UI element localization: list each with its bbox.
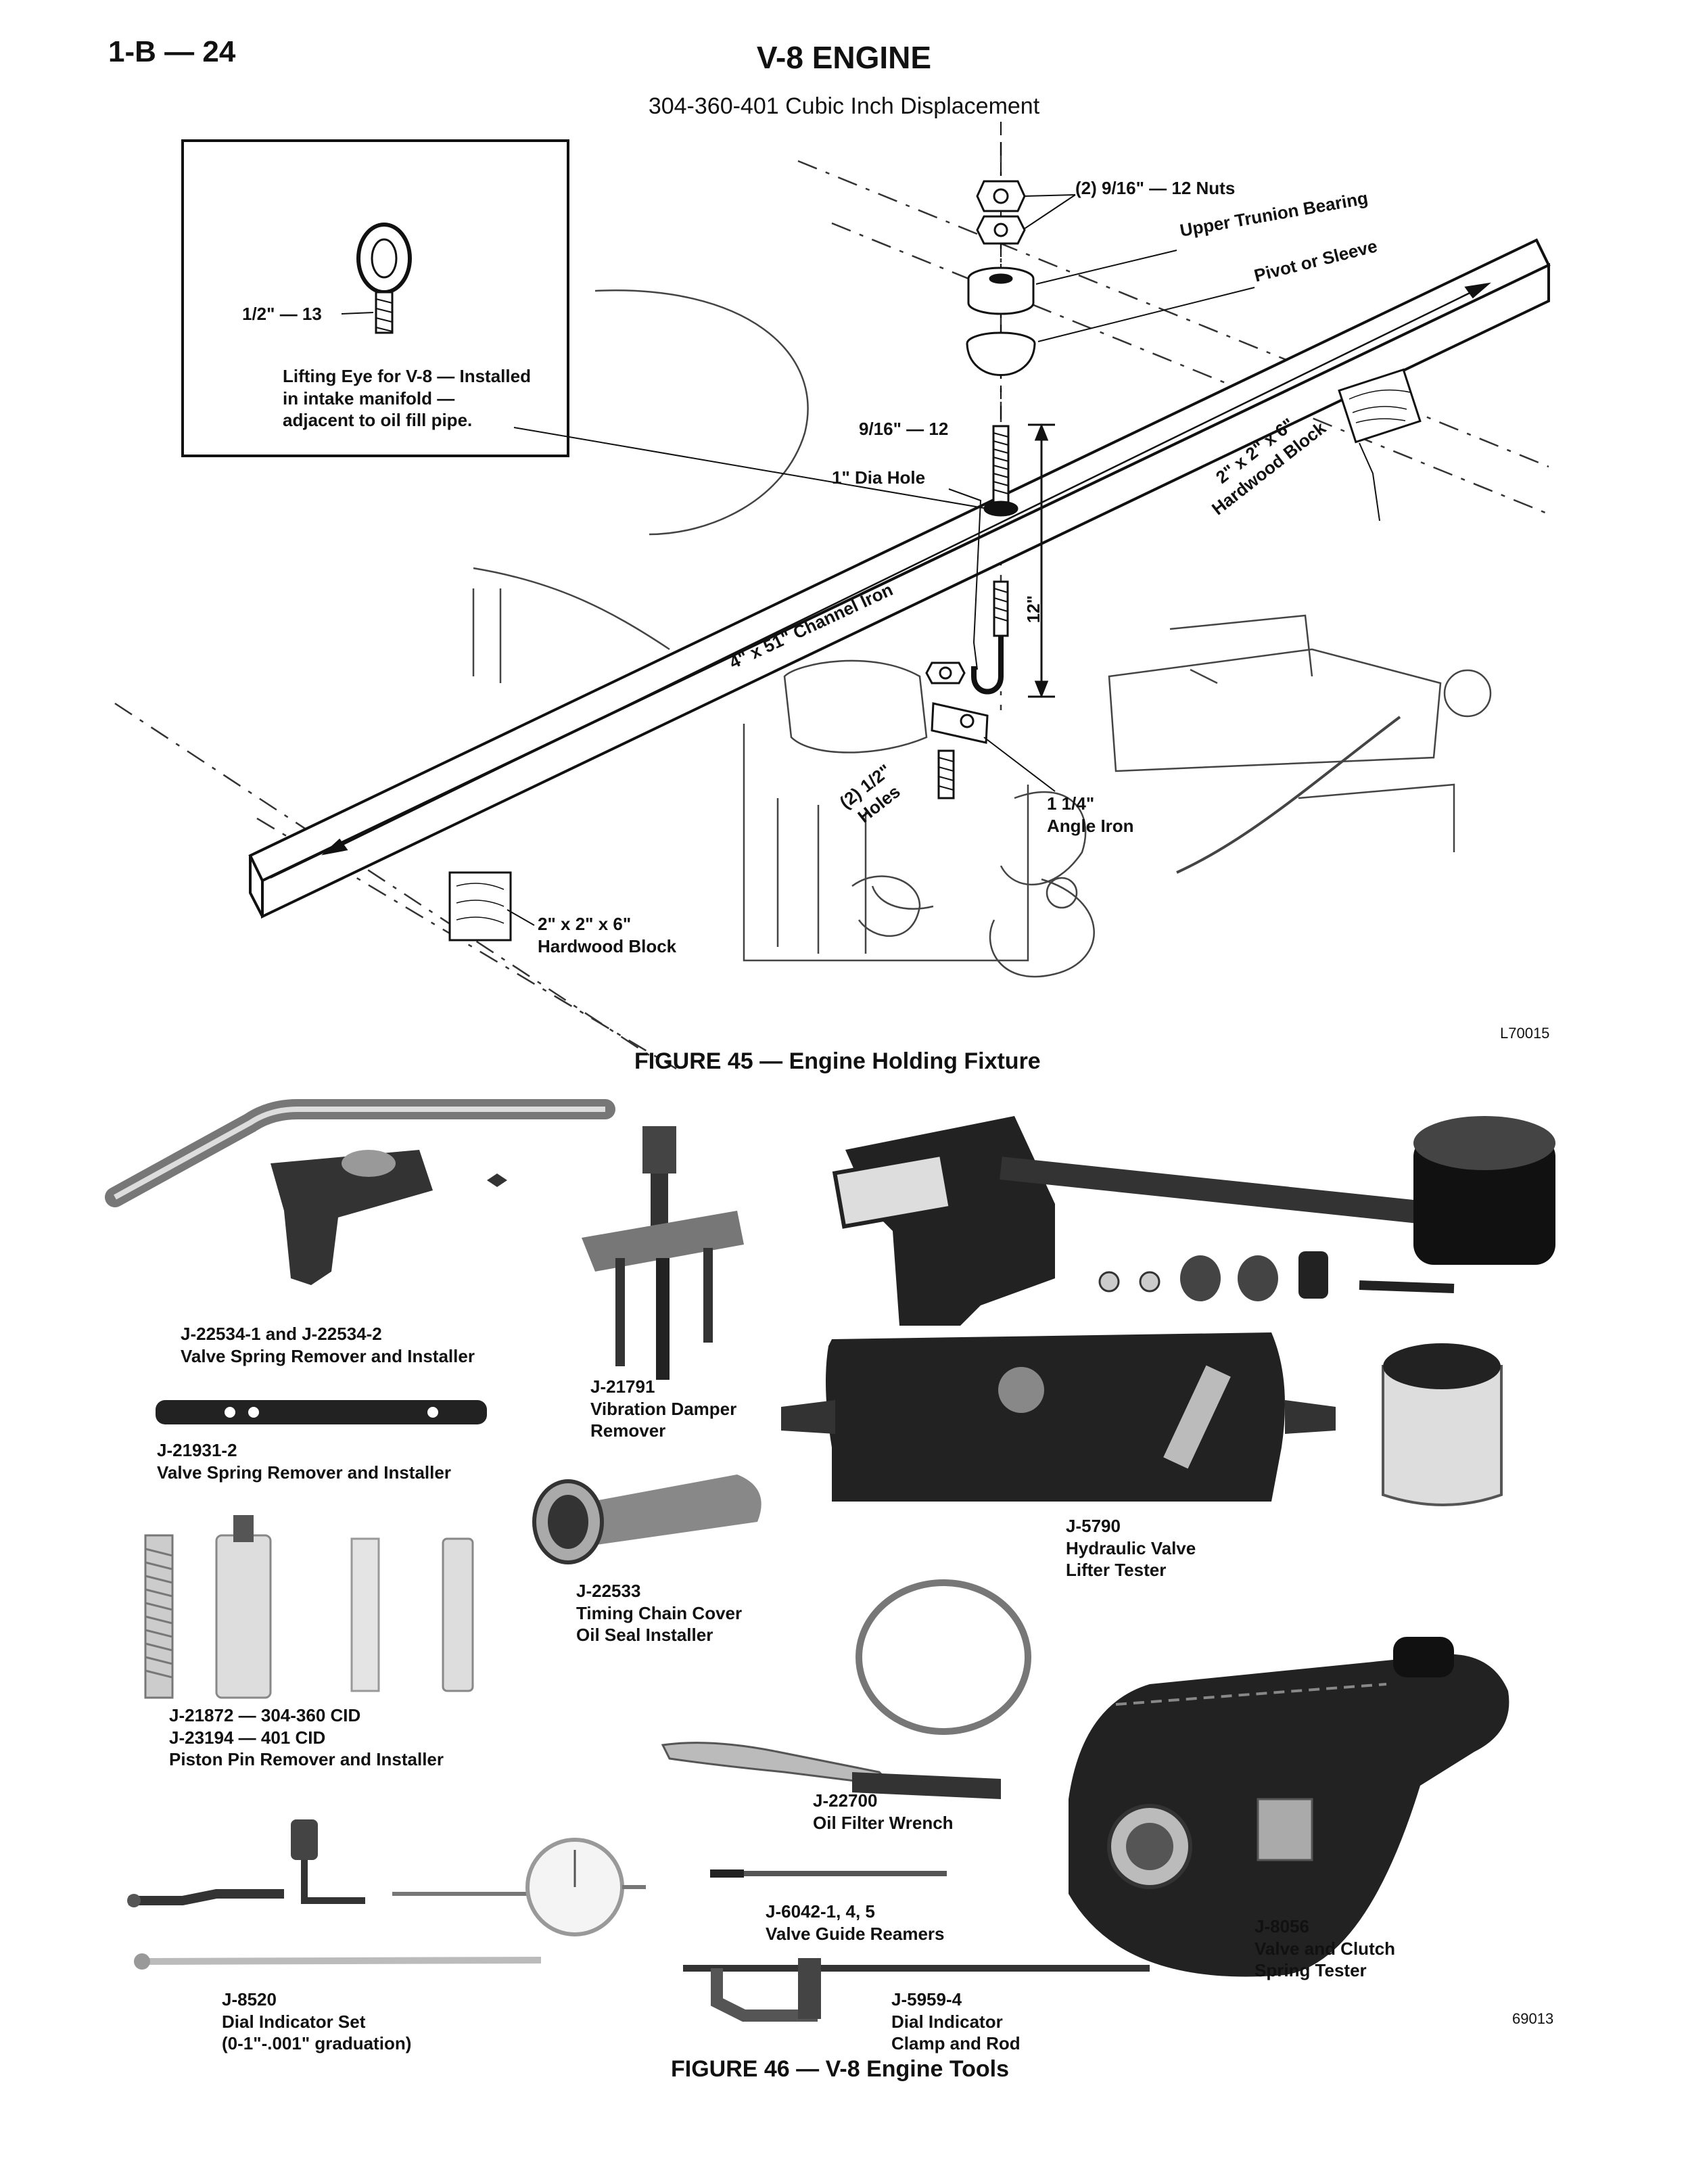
tool-label-line: Oil Filter Wrench bbox=[813, 1812, 954, 1833]
tool-label-line: Clamp and Rod bbox=[891, 2033, 1021, 2053]
inset-note-line: Lifting Eye for V-8 — Installed bbox=[283, 366, 531, 386]
label-line: Angle Iron bbox=[1047, 815, 1134, 836]
tool-label-j5959: J-5959-4 Dial Indicator Clamp and Rod bbox=[891, 1989, 1021, 2055]
tool-label-j6042: J-6042-1, 4, 5 Valve Guide Reamers bbox=[766, 1901, 944, 1945]
tool-label-line: J-21931-2 bbox=[157, 1440, 237, 1460]
tool-label-line: J-21791 bbox=[590, 1376, 655, 1397]
tool-label-j21872: J-21872 — 304-360 CID J-23194 — 401 CID … bbox=[169, 1704, 444, 1771]
inset-thread-label: 1/2" — 13 bbox=[242, 304, 322, 324]
tool-label-line: Valve Spring Remover and Installer bbox=[157, 1462, 451, 1483]
page-number: 1-B — 24 bbox=[108, 35, 236, 68]
angle-iron-label: 1 1/4" Angle Iron bbox=[1047, 793, 1134, 837]
nuts-label: (2) 9/16" — 12 Nuts bbox=[1075, 178, 1236, 198]
tool-label-line: Valve and Clutch bbox=[1255, 1938, 1396, 1959]
tool-label-j22534: J-22534-1 and J-22534-2 Valve Spring Rem… bbox=[181, 1323, 475, 1367]
figure-46-code: 69013 bbox=[1512, 2010, 1554, 2027]
tool-label-j22700: J-22700 Oil Filter Wrench bbox=[813, 1790, 954, 1834]
tool-label-j21931: J-21931-2 Valve Spring Remover and Insta… bbox=[157, 1439, 451, 1483]
tool-label-line: J-22700 bbox=[813, 1790, 878, 1811]
tool-label-line: Valve Spring Remover and Installer bbox=[181, 1345, 475, 1366]
page-subtitle: 304-360-401 Cubic Inch Displacement bbox=[648, 93, 1040, 119]
tool-label-line: Dial Indicator Set bbox=[222, 2011, 366, 2032]
tool-label-j8056: J-8056 Valve and Clutch Spring Tester bbox=[1255, 1915, 1395, 1982]
figure-45-caption: FIGURE 45 — Engine Holding Fixture bbox=[634, 1048, 1041, 1074]
tool-label-line: J-6042-1, 4, 5 bbox=[766, 1901, 875, 1922]
lifting-eye-inset bbox=[181, 139, 569, 457]
tool-label-line: Valve Guide Reamers bbox=[766, 1923, 945, 1944]
tool-label-line: Hydraulic Valve bbox=[1066, 1537, 1196, 1558]
tool-label-j22533: J-22533 Timing Chain Cover Oil Seal Inst… bbox=[576, 1580, 742, 1646]
tool-label-line: Timing Chain Cover bbox=[576, 1602, 743, 1623]
hole-label: 1" Dia Hole bbox=[832, 467, 926, 488]
tool-label-line: J-8056 bbox=[1255, 1916, 1309, 1936]
tool-label-line: Vibration Damper bbox=[590, 1398, 737, 1419]
tool-label-line: Spring Tester bbox=[1255, 1960, 1367, 1980]
figure-46-caption: FIGURE 46 — V-8 Engine Tools bbox=[671, 2056, 1010, 2082]
tool-label-j8520: J-8520 Dial Indicator Set (0-1"-.001" gr… bbox=[222, 1989, 411, 2055]
hardwood-block-bottom-label: 2" x 2" x 6" Hardwood Block bbox=[538, 913, 676, 957]
tool-label-line: Remover bbox=[590, 1420, 666, 1441]
label-line: Hardwood Block bbox=[538, 935, 677, 956]
tool-label-j21791: J-21791 Vibration Damper Remover bbox=[590, 1376, 736, 1442]
tool-label-line: Oil Seal Installer bbox=[576, 1625, 713, 1645]
figure-45-code: L70015 bbox=[1500, 1025, 1550, 1042]
tool-label-line: J-22533 bbox=[576, 1581, 641, 1601]
tool-label-line: J-23194 — 401 CID bbox=[169, 1727, 326, 1748]
tool-label-line: Dial Indicator bbox=[891, 2011, 1003, 2032]
tool-label-line: Lifter Tester bbox=[1066, 1560, 1167, 1580]
label-line: 2" x 2" x 6" bbox=[538, 914, 632, 934]
tool-label-line: J-22534-1 and J-22534-2 bbox=[181, 1324, 382, 1344]
inset-note: Lifting Eye for V-8 — Installed in intak… bbox=[283, 365, 531, 432]
inset-note-line: in intake manifold — bbox=[283, 388, 455, 409]
tool-label-j5790: J-5790 Hydraulic Valve Lifter Tester bbox=[1066, 1515, 1196, 1581]
tool-label-line: (0-1"-.001" graduation) bbox=[222, 2033, 412, 2053]
tool-label-line: J-5790 bbox=[1066, 1516, 1121, 1536]
tool-label-line: J-8520 bbox=[222, 1989, 277, 2009]
bolt-label: 9/16" — 12 bbox=[859, 419, 949, 439]
tool-label-line: J-5959-4 bbox=[891, 1989, 962, 2009]
page-title: V-8 ENGINE bbox=[756, 40, 932, 75]
tool-label-line: J-21872 — 304-360 CID bbox=[169, 1705, 361, 1725]
inset-note-line: adjacent to oil fill pipe. bbox=[283, 410, 473, 430]
label-line: 1 1/4" bbox=[1047, 793, 1095, 814]
tool-label-line: Piston Pin Remover and Installer bbox=[169, 1749, 444, 1769]
